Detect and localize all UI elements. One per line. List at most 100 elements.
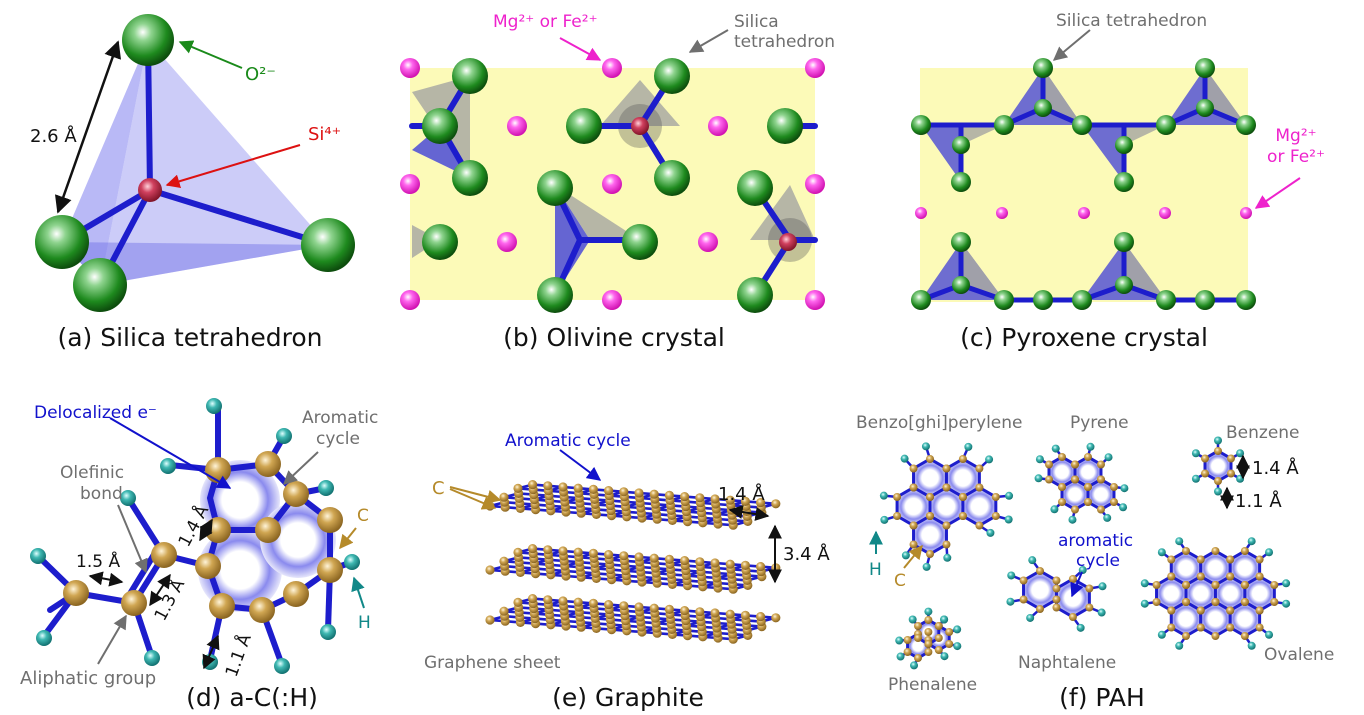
d14-label: 1.4 Å — [718, 483, 765, 505]
carbon-atom — [1083, 483, 1092, 491]
carbon-atom — [1058, 453, 1066, 461]
carbon-atom — [1240, 598, 1249, 606]
oxygen-atom — [122, 14, 174, 66]
benzoperylene-molecule — [879, 442, 1014, 571]
aromatic-ring — [911, 516, 949, 554]
hydrogen-atom — [1034, 474, 1043, 483]
d34-label: 3.4 Å — [783, 543, 830, 565]
aromatic-ring — [1155, 577, 1188, 610]
panel-e-graphite: Aromatic cycle C 1.4 Å 3.4 Å Graphene sh… — [424, 431, 830, 712]
carbon-atom — [1096, 505, 1105, 514]
deloc-label: Delocalized e⁻ — [34, 403, 157, 423]
hydrogen-atom — [953, 642, 962, 651]
carbon-atom — [1083, 498, 1092, 506]
carbon-atom — [909, 464, 918, 473]
panel-d-caption: (d) a-C(:H) — [186, 683, 318, 712]
hydrogen-atom — [1265, 630, 1274, 639]
carbon-atom — [740, 496, 751, 506]
carbon-atom — [771, 499, 781, 509]
carbon-atom — [619, 601, 629, 611]
carbon-atom — [1109, 483, 1118, 491]
cation-atoms — [400, 58, 825, 310]
aromatic-ring — [1086, 480, 1116, 509]
carbon-atom — [1240, 581, 1249, 589]
carbon-atom — [528, 544, 538, 554]
carbon-atom — [649, 603, 659, 613]
hydrogen-atom — [924, 607, 933, 616]
cation-atoms — [915, 207, 1252, 219]
hydrogen-atom — [940, 652, 949, 661]
hydrogen-atom — [1247, 641, 1256, 650]
carbon-atom — [499, 492, 509, 502]
carbon-atom — [1167, 606, 1176, 615]
carbon-atom — [942, 540, 951, 549]
olefinic-pointer — [117, 504, 148, 574]
carbon-atom — [558, 596, 568, 606]
carbon-atom — [914, 634, 922, 642]
aromatic-ring — [1199, 602, 1232, 636]
carbon-atom — [975, 483, 984, 492]
deloc-pointer — [109, 417, 232, 489]
aromatic-label-line1: aromatic — [1058, 531, 1133, 551]
aromatic-label: Aromatic cycle — [505, 431, 631, 451]
aromatic-ring — [1169, 551, 1203, 585]
hydrogen-pointer — [351, 576, 365, 609]
carbon-atom — [1270, 598, 1279, 606]
distance-label: 2.6 Å — [30, 125, 77, 147]
benzoperylene-label: Benzo[ghi]perylene — [856, 413, 1023, 433]
carbon-atom — [680, 556, 690, 566]
carbon-atom — [588, 484, 599, 494]
carbon-atom — [934, 634, 943, 642]
panel-a-caption: (a) Silica tetrahedron — [57, 323, 322, 352]
carbon-atom — [1211, 581, 1220, 589]
carbon-atom — [909, 521, 918, 530]
pyrene-label: Pyrene — [1070, 413, 1129, 433]
carbon-atom — [1070, 475, 1079, 484]
aromatic-ring — [1214, 577, 1247, 610]
hydrogen-atom — [953, 625, 962, 634]
carbon-atom — [649, 489, 659, 499]
hydrogen-atom — [879, 491, 888, 500]
aromatic-pointer — [1070, 571, 1084, 598]
hydrogen-atom — [986, 528, 995, 537]
aromatic-pointer — [559, 449, 602, 481]
d15-label: 1.5 Å — [76, 550, 120, 572]
carbon-atom — [680, 492, 690, 502]
graphene-sheet — [485, 480, 781, 530]
tetra-face-right — [100, 40, 328, 285]
olefinic-label-line1: Olefinic — [60, 463, 124, 483]
carbon-atom — [664, 554, 675, 565]
hydrogen-atom — [901, 551, 910, 560]
carbon-atom — [1255, 572, 1264, 581]
hydrogen-label: H — [358, 613, 371, 633]
carbon-atom — [573, 483, 583, 493]
carbon-atom — [499, 606, 509, 616]
carbon-atom — [1214, 477, 1222, 485]
carbon-atom — [1226, 555, 1235, 564]
carbon-atom — [1058, 498, 1066, 506]
carbon-atom — [1182, 632, 1190, 640]
cation-label-line1: Mg²⁺ — [1275, 126, 1316, 146]
d14-arrow — [728, 505, 770, 521]
oxygen-pointer — [178, 40, 243, 69]
hydrogen-atom — [1214, 487, 1222, 496]
tetra-face-bottom — [62, 242, 328, 285]
hydrogen-atom — [1191, 474, 1200, 483]
carbon-atom — [975, 521, 984, 530]
aromatic-label-line2: cycle — [316, 429, 360, 449]
carbon-atom — [942, 521, 951, 530]
hydrogen-atom — [1104, 453, 1113, 462]
carbon-atom — [958, 493, 967, 501]
hydrogen-atom — [922, 562, 931, 571]
carbon-atom — [573, 547, 583, 557]
aromatic-ring — [944, 459, 981, 497]
carbon-atom — [903, 648, 912, 656]
carbon-atom — [1196, 555, 1205, 564]
aromatic-ring — [895, 488, 932, 525]
oxygen-atom — [73, 258, 127, 312]
cation-pointer — [559, 37, 602, 61]
carbon-atom — [1109, 498, 1118, 506]
carbon-atom — [695, 493, 705, 503]
panel-b-olivine-crystal: Mg²⁺ or Fe²⁺ Silica tetrahedron (b) Oliv… — [400, 12, 835, 352]
